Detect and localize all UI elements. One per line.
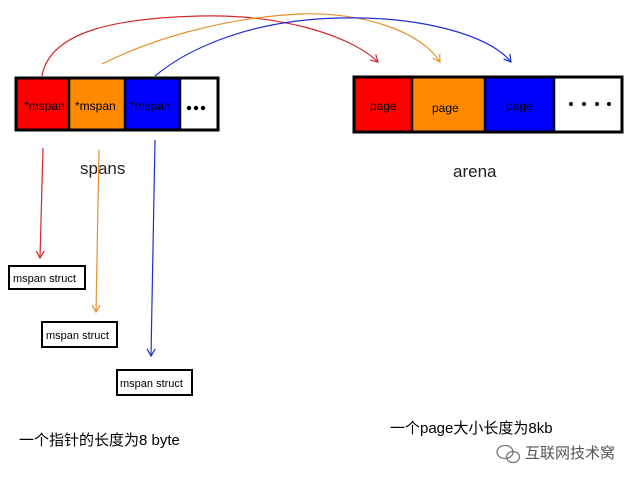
arena-cell-1 <box>354 77 412 132</box>
red-pointer-arrow <box>41 15 379 77</box>
arena-cell-3 <box>485 77 554 132</box>
orange-pointer-arrow <box>101 13 441 65</box>
spans-cell-label: *mspan <box>75 99 116 113</box>
arena-cell-label: page <box>370 99 397 113</box>
page-size-note: 一个page大小长度为8kb <box>390 420 553 437</box>
arena-cell-4 <box>554 77 622 132</box>
spans-cell-1 <box>16 78 69 130</box>
struct-label: mspan struct <box>120 378 183 390</box>
spans-cell-label: *mspan <box>24 99 65 113</box>
arena-array: page page page <box>352 75 624 134</box>
blue-struct-arrow <box>146 139 156 358</box>
spans-cell-3 <box>125 78 180 130</box>
ellipsis-icon <box>569 102 611 106</box>
ellipsis-icon <box>186 105 206 111</box>
struct-label: mspan struct <box>13 273 76 285</box>
spans-cell-2 <box>69 78 125 130</box>
mspan-struct-box: mspan struct <box>41 321 118 348</box>
spans-array: *mspan *mspan *mspan <box>14 76 220 132</box>
pointer-size-note: 一个指针的长度为8 byte <box>19 432 180 449</box>
orange-struct-arrow <box>91 149 101 314</box>
spans-border <box>14 76 220 132</box>
struct-label: mspan struct <box>46 330 109 342</box>
arena-border <box>352 75 624 134</box>
red-struct-arrow <box>35 147 45 260</box>
arena-label: arena <box>453 162 497 181</box>
mspan-struct-box: mspan struct <box>116 369 193 396</box>
spans-label: spans <box>80 159 125 178</box>
spans-cell-4 <box>180 78 218 130</box>
arena-cell-2 <box>412 77 485 132</box>
spans-cell-label: *mspan <box>130 99 171 113</box>
watermark-text: 互联网技术窝 <box>525 444 615 462</box>
mspan-struct-box: mspan struct <box>8 265 86 290</box>
arena-cell-label: page <box>432 101 459 115</box>
blue-pointer-arrow <box>154 17 512 77</box>
arena-cell-label: page <box>506 99 533 113</box>
wechat-icon <box>496 444 521 464</box>
